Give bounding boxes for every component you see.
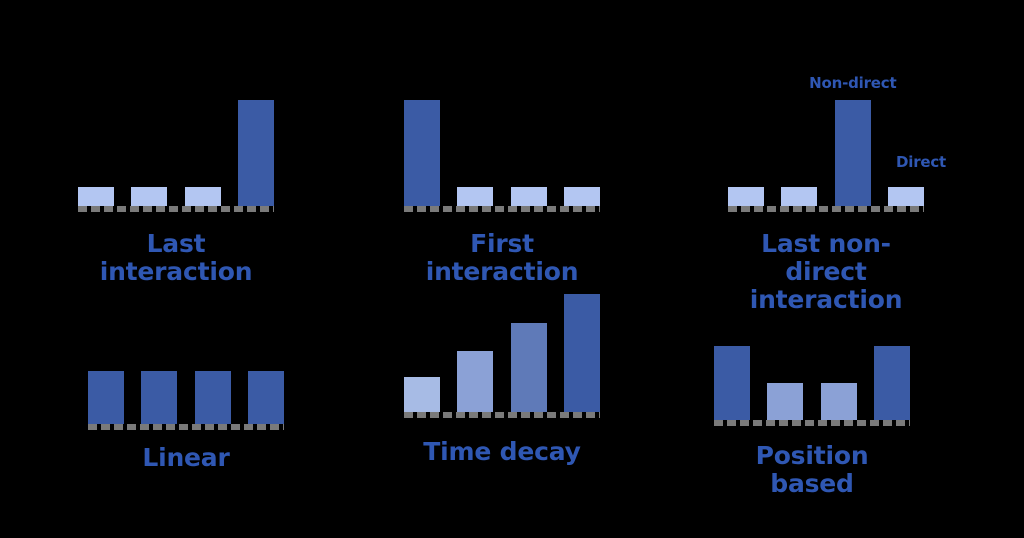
- chart-title: Linear: [142, 443, 230, 472]
- bar-group: [404, 294, 600, 412]
- chart-panel: Linear: [88, 0, 284, 538]
- bar: [457, 187, 494, 206]
- bar: [887, 187, 924, 206]
- bar: [78, 187, 114, 206]
- bar-group: [78, 100, 274, 206]
- chart-panel: Last non-direct interaction: [728, 0, 924, 538]
- chart-title: Last non-direct interaction: [749, 229, 903, 314]
- bar: [131, 187, 168, 206]
- bar: [404, 100, 440, 206]
- bar: [184, 187, 221, 206]
- axis-baseline: [714, 420, 910, 426]
- axis-baseline: [404, 206, 600, 212]
- bar: [510, 323, 547, 412]
- bar: [834, 100, 871, 206]
- bar-group: [404, 100, 600, 206]
- chart-title: Time decay: [423, 437, 581, 466]
- bar: [781, 187, 818, 206]
- bar: [510, 187, 547, 206]
- bar: [728, 187, 764, 206]
- chart-title: Last interaction: [99, 229, 253, 286]
- axis-baseline: [88, 424, 284, 430]
- bar: [247, 371, 284, 424]
- chart-panel: Position based: [714, 0, 910, 538]
- bar: [563, 294, 600, 412]
- bar: [457, 351, 494, 412]
- bar: [873, 346, 910, 420]
- bar: [237, 100, 274, 206]
- bar-group: [728, 100, 924, 206]
- bar-annotation: Non-direct: [809, 74, 897, 92]
- chart-panel: First interaction: [404, 0, 600, 538]
- chart-title: First interaction: [425, 229, 579, 286]
- bar: [194, 371, 231, 424]
- chart-panel: Time decay: [404, 0, 600, 538]
- axis-baseline: [728, 206, 924, 212]
- bar: [141, 371, 178, 424]
- bar: [88, 371, 124, 424]
- bar-group: [88, 318, 284, 424]
- bar-group: [714, 314, 910, 420]
- bar: [767, 383, 804, 420]
- chart-panel: Last interaction: [78, 0, 274, 538]
- axis-baseline: [78, 206, 274, 212]
- bar: [404, 377, 440, 412]
- chart-title: Position based: [755, 441, 869, 498]
- bar: [820, 383, 857, 420]
- bar-annotation: Direct: [896, 153, 947, 171]
- axis-baseline: [404, 412, 600, 418]
- bar: [714, 346, 750, 420]
- bar: [563, 187, 600, 206]
